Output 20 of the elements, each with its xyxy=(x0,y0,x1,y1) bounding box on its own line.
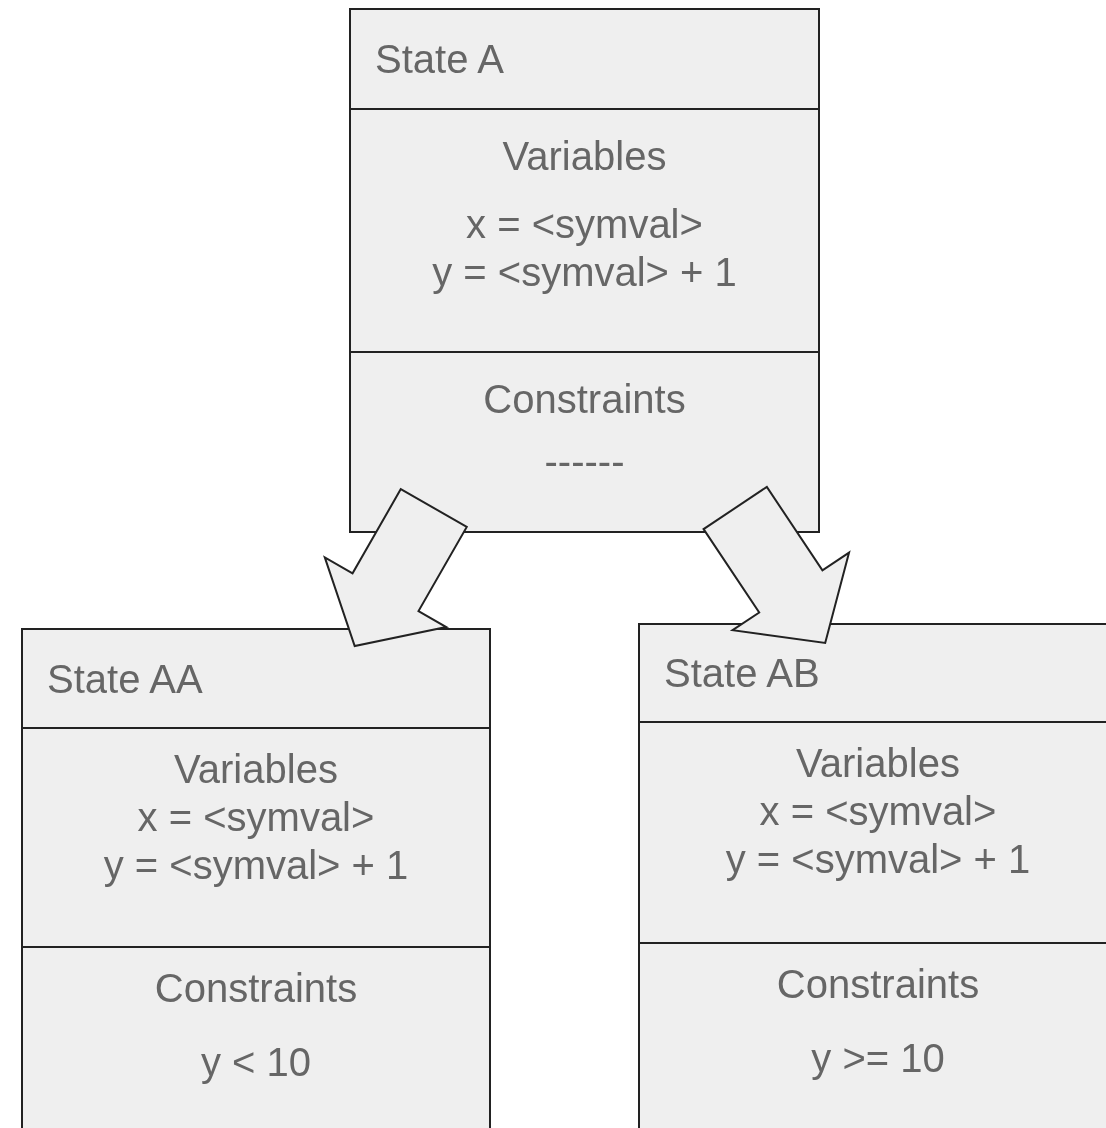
state-title: State AA xyxy=(47,655,203,703)
state-box xyxy=(349,8,820,533)
constraint-text: y < 10 xyxy=(200,1038,312,1086)
state-box xyxy=(21,628,491,1128)
variable-list: x = <symval> y = <symval> + 1 xyxy=(103,793,409,890)
block-arrow xyxy=(323,487,469,648)
section-heading: Constraints xyxy=(776,960,980,1008)
section-heading: Variables xyxy=(502,132,667,180)
state-title: State AB xyxy=(664,650,820,698)
variable-list: x = <symval> y = <symval> + 1 xyxy=(725,787,1031,884)
section-heading: Variables xyxy=(174,746,338,794)
state-title: State A xyxy=(375,35,504,83)
section-heading: Variables xyxy=(796,740,960,788)
section-heading: Constraints xyxy=(483,375,686,423)
variable-list: x = <symval> y = <symval> + 1 xyxy=(432,199,737,296)
state-box xyxy=(638,623,1106,1128)
constraint-text: ------ xyxy=(544,437,625,485)
constraint-text: y >= 10 xyxy=(811,1034,945,1082)
block-arrow xyxy=(702,485,851,645)
section-heading: Constraints xyxy=(154,964,358,1012)
